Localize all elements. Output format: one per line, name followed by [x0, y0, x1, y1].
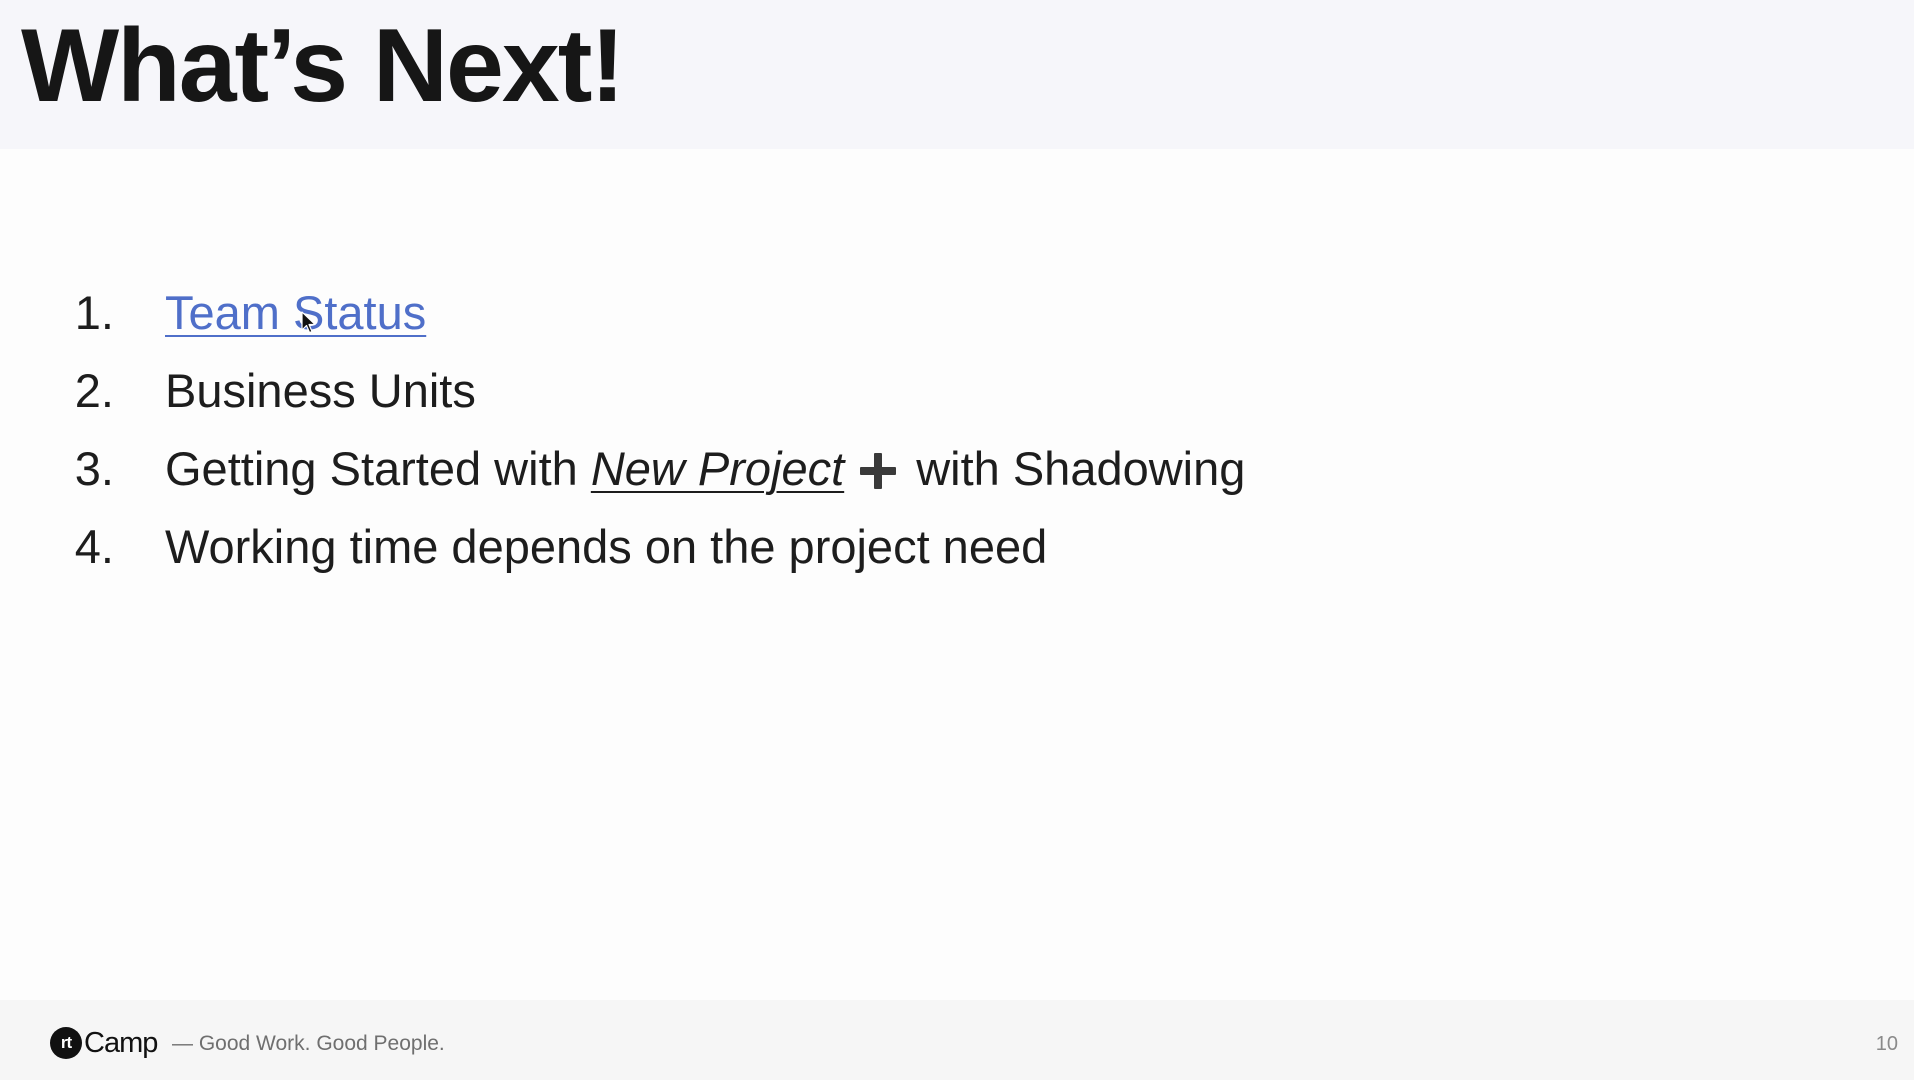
list-item-number: 4.	[74, 520, 114, 573]
list-item-text: Working time depends on the project need	[165, 520, 1048, 573]
rtcamp-logo-word: Camp	[84, 1026, 158, 1059]
list-item-text: Business Units	[165, 364, 476, 417]
list-item-text-after: with Shadowing	[916, 442, 1246, 495]
mouse-pointer-icon	[301, 311, 316, 334]
list-item: 3. Getting Started with New Project with …	[0, 430, 1914, 508]
slide-header: What’s Next!	[0, 0, 1914, 149]
slide-title: What’s Next!	[21, 8, 625, 124]
footer-tagline: — Good Work. Good People.	[172, 1032, 445, 1055]
list-item-number: 1.	[74, 286, 114, 339]
list-item-number: 3.	[74, 442, 114, 495]
team-status-link[interactable]: Team Status	[165, 286, 427, 339]
rtcamp-logo: rt Camp	[50, 1026, 158, 1060]
page-number: 10	[1875, 1033, 1898, 1055]
list-item-text: Getting Started with New Project with Sha…	[165, 430, 1245, 508]
list-item-text-before: Getting Started with	[165, 442, 591, 495]
agenda-list: 1. Team Status 2. Business Units 3. Gett…	[0, 274, 1914, 586]
list-item: 4. Working time depends on the project n…	[0, 508, 1914, 586]
list-item: 1. Team Status	[0, 274, 1914, 352]
rtcamp-logo-mark: rt	[50, 1027, 82, 1059]
list-item-number: 2.	[74, 364, 114, 417]
new-project-emphasis: New Project	[590, 442, 845, 495]
slide-footer: rt Camp — Good Work. Good People. 10	[0, 1000, 1914, 1080]
plus-icon	[860, 453, 897, 489]
list-item: 2. Business Units	[0, 352, 1914, 430]
